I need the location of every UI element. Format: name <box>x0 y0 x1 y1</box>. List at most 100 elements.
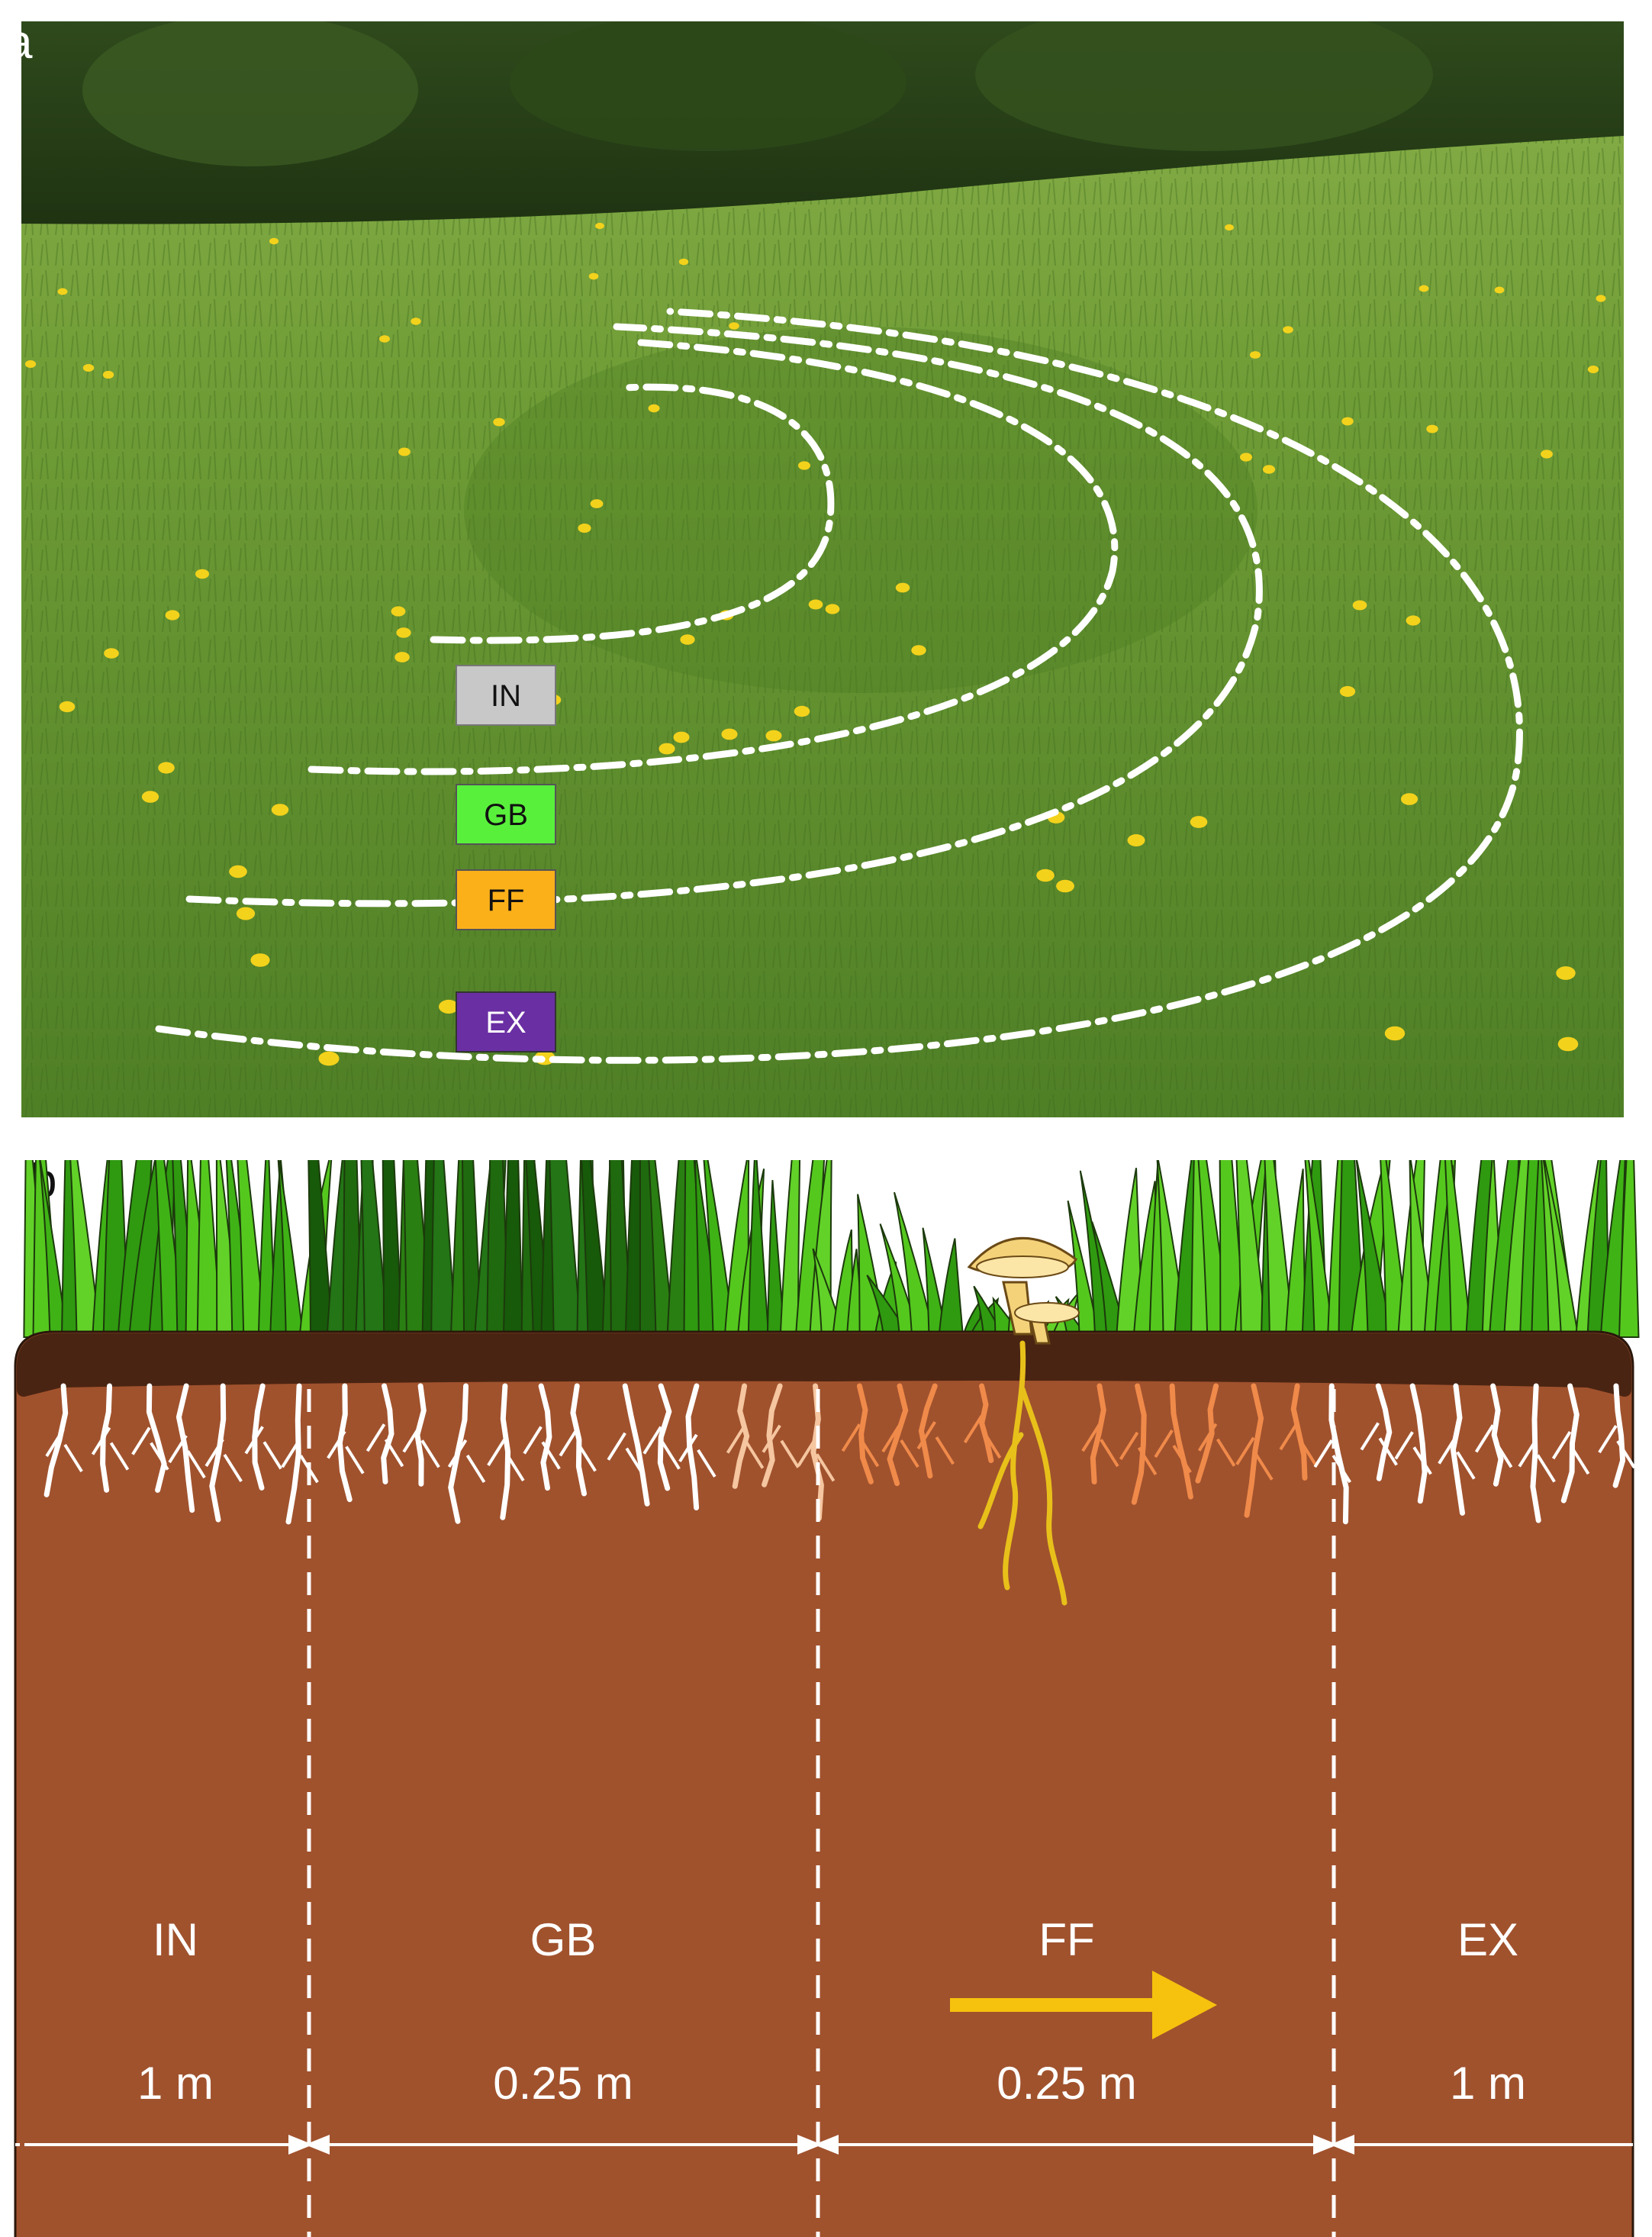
dandelion-flower <box>1341 417 1354 426</box>
dandelion-flower <box>379 335 390 343</box>
topsoil-layer <box>17 1333 1631 1397</box>
fairy-ring-outlines <box>155 308 1523 1064</box>
root-branch <box>1518 1439 1556 1483</box>
root <box>1612 1383 1626 1488</box>
grass-blade <box>308 1160 333 1338</box>
grass-blade <box>69 1160 101 1338</box>
root <box>414 1383 427 1487</box>
root <box>1195 1383 1219 1484</box>
dandelion-flower <box>391 606 406 617</box>
dandelion-flower <box>721 728 738 740</box>
root <box>1090 1383 1106 1484</box>
root-branch <box>327 1430 365 1475</box>
dandelion-flower <box>1036 869 1055 882</box>
ring-outline-gb <box>308 338 1119 775</box>
dandelion-flower <box>269 237 279 245</box>
dandelion-flower <box>1419 285 1429 292</box>
zone-dividers <box>307 1389 1336 2237</box>
grass-blade <box>277 1160 304 1338</box>
grass-blade <box>1264 1160 1295 1338</box>
tag-gb-box <box>456 784 556 845</box>
soil-body <box>14 1330 1634 2237</box>
root-branch <box>1119 1431 1158 1475</box>
grass-blades <box>23 1160 1640 1338</box>
dandelion-flower <box>1339 685 1356 698</box>
root-branch <box>678 1433 717 1478</box>
dandelion-flower <box>680 634 695 645</box>
root <box>762 1383 783 1488</box>
root <box>570 1383 587 1497</box>
dandelion-flower <box>1127 834 1145 846</box>
grass-blade <box>39 1160 69 1338</box>
dandelion-flower <box>1225 224 1234 231</box>
root-branch <box>762 1424 800 1468</box>
dandelion-flower <box>1587 366 1599 373</box>
expansion-arrow <box>950 1971 1217 2039</box>
dandelion-flower <box>1384 1026 1406 1041</box>
root <box>1560 1383 1580 1504</box>
dandelion-flower <box>493 417 505 427</box>
dandelion-flower <box>158 762 175 774</box>
root-branch <box>1197 1423 1236 1467</box>
zone-width-gb: 0.25 m <box>493 2058 633 2109</box>
ring-outline-in <box>430 383 835 644</box>
root-branch <box>1235 1436 1274 1481</box>
root-branch <box>91 1426 130 1471</box>
dandelion-flower <box>411 317 421 325</box>
root <box>1375 1383 1393 1481</box>
zone-width-in: 1 m <box>137 2058 214 2109</box>
dandelion-flower <box>24 360 37 368</box>
grass-blade <box>609 1160 633 1338</box>
grass-blade <box>1618 1160 1640 1338</box>
dandelion-flower <box>59 701 76 713</box>
root <box>1169 1383 1193 1500</box>
dandelion-flower <box>729 322 739 330</box>
root-branch <box>559 1428 597 1472</box>
dandelion-flower <box>659 743 675 755</box>
root-branch <box>523 1426 561 1470</box>
root <box>979 1383 994 1463</box>
root-branch <box>1551 1430 1590 1475</box>
dandelion-flower <box>1596 295 1606 302</box>
root <box>856 1383 874 1484</box>
dandelion-flower <box>1283 326 1293 334</box>
root-branch <box>1154 1429 1192 1474</box>
dandelion-flower <box>1541 450 1553 459</box>
grass-blade <box>1235 1160 1268 1338</box>
root <box>176 1383 195 1513</box>
root-branch <box>1394 1431 1432 1475</box>
tag-in-box <box>456 665 556 726</box>
panel-a-letter: a <box>6 16 33 69</box>
dandelion-flower <box>57 288 68 295</box>
grass-blade <box>703 1160 736 1338</box>
root <box>146 1383 167 1493</box>
grass-blade <box>430 1160 457 1338</box>
dandelion-flower <box>82 364 95 372</box>
root <box>381 1383 394 1484</box>
tag-in-label: IN <box>491 679 521 713</box>
root <box>1409 1383 1428 1504</box>
grass-blade <box>747 1160 770 1338</box>
root-branch <box>45 1428 83 1472</box>
root <box>500 1383 511 1520</box>
dandelion-flower <box>794 705 810 717</box>
root <box>1450 1383 1465 1516</box>
root <box>1530 1383 1541 1523</box>
dandelion-flower <box>798 461 810 470</box>
root <box>285 1383 302 1525</box>
zone-label-gb: GB <box>530 1914 597 1965</box>
meadow-photo: IN GB FF EX <box>21 21 1624 1117</box>
zone-tags: IN GB FF EX <box>456 665 556 1052</box>
dandelion-flower <box>678 258 689 266</box>
dandelion-flower <box>318 1051 340 1066</box>
dandelion-flower <box>765 730 782 742</box>
grass-blade <box>779 1160 801 1338</box>
grass-blade <box>486 1160 510 1338</box>
root-branch <box>642 1426 681 1470</box>
root-branch <box>916 1421 955 1465</box>
dandelion-flower <box>1400 793 1419 805</box>
roots <box>43 1383 1636 1525</box>
grass-blade <box>1304 1160 1335 1338</box>
dandelion-flower <box>895 582 910 593</box>
dandelion-flower <box>1556 966 1576 980</box>
